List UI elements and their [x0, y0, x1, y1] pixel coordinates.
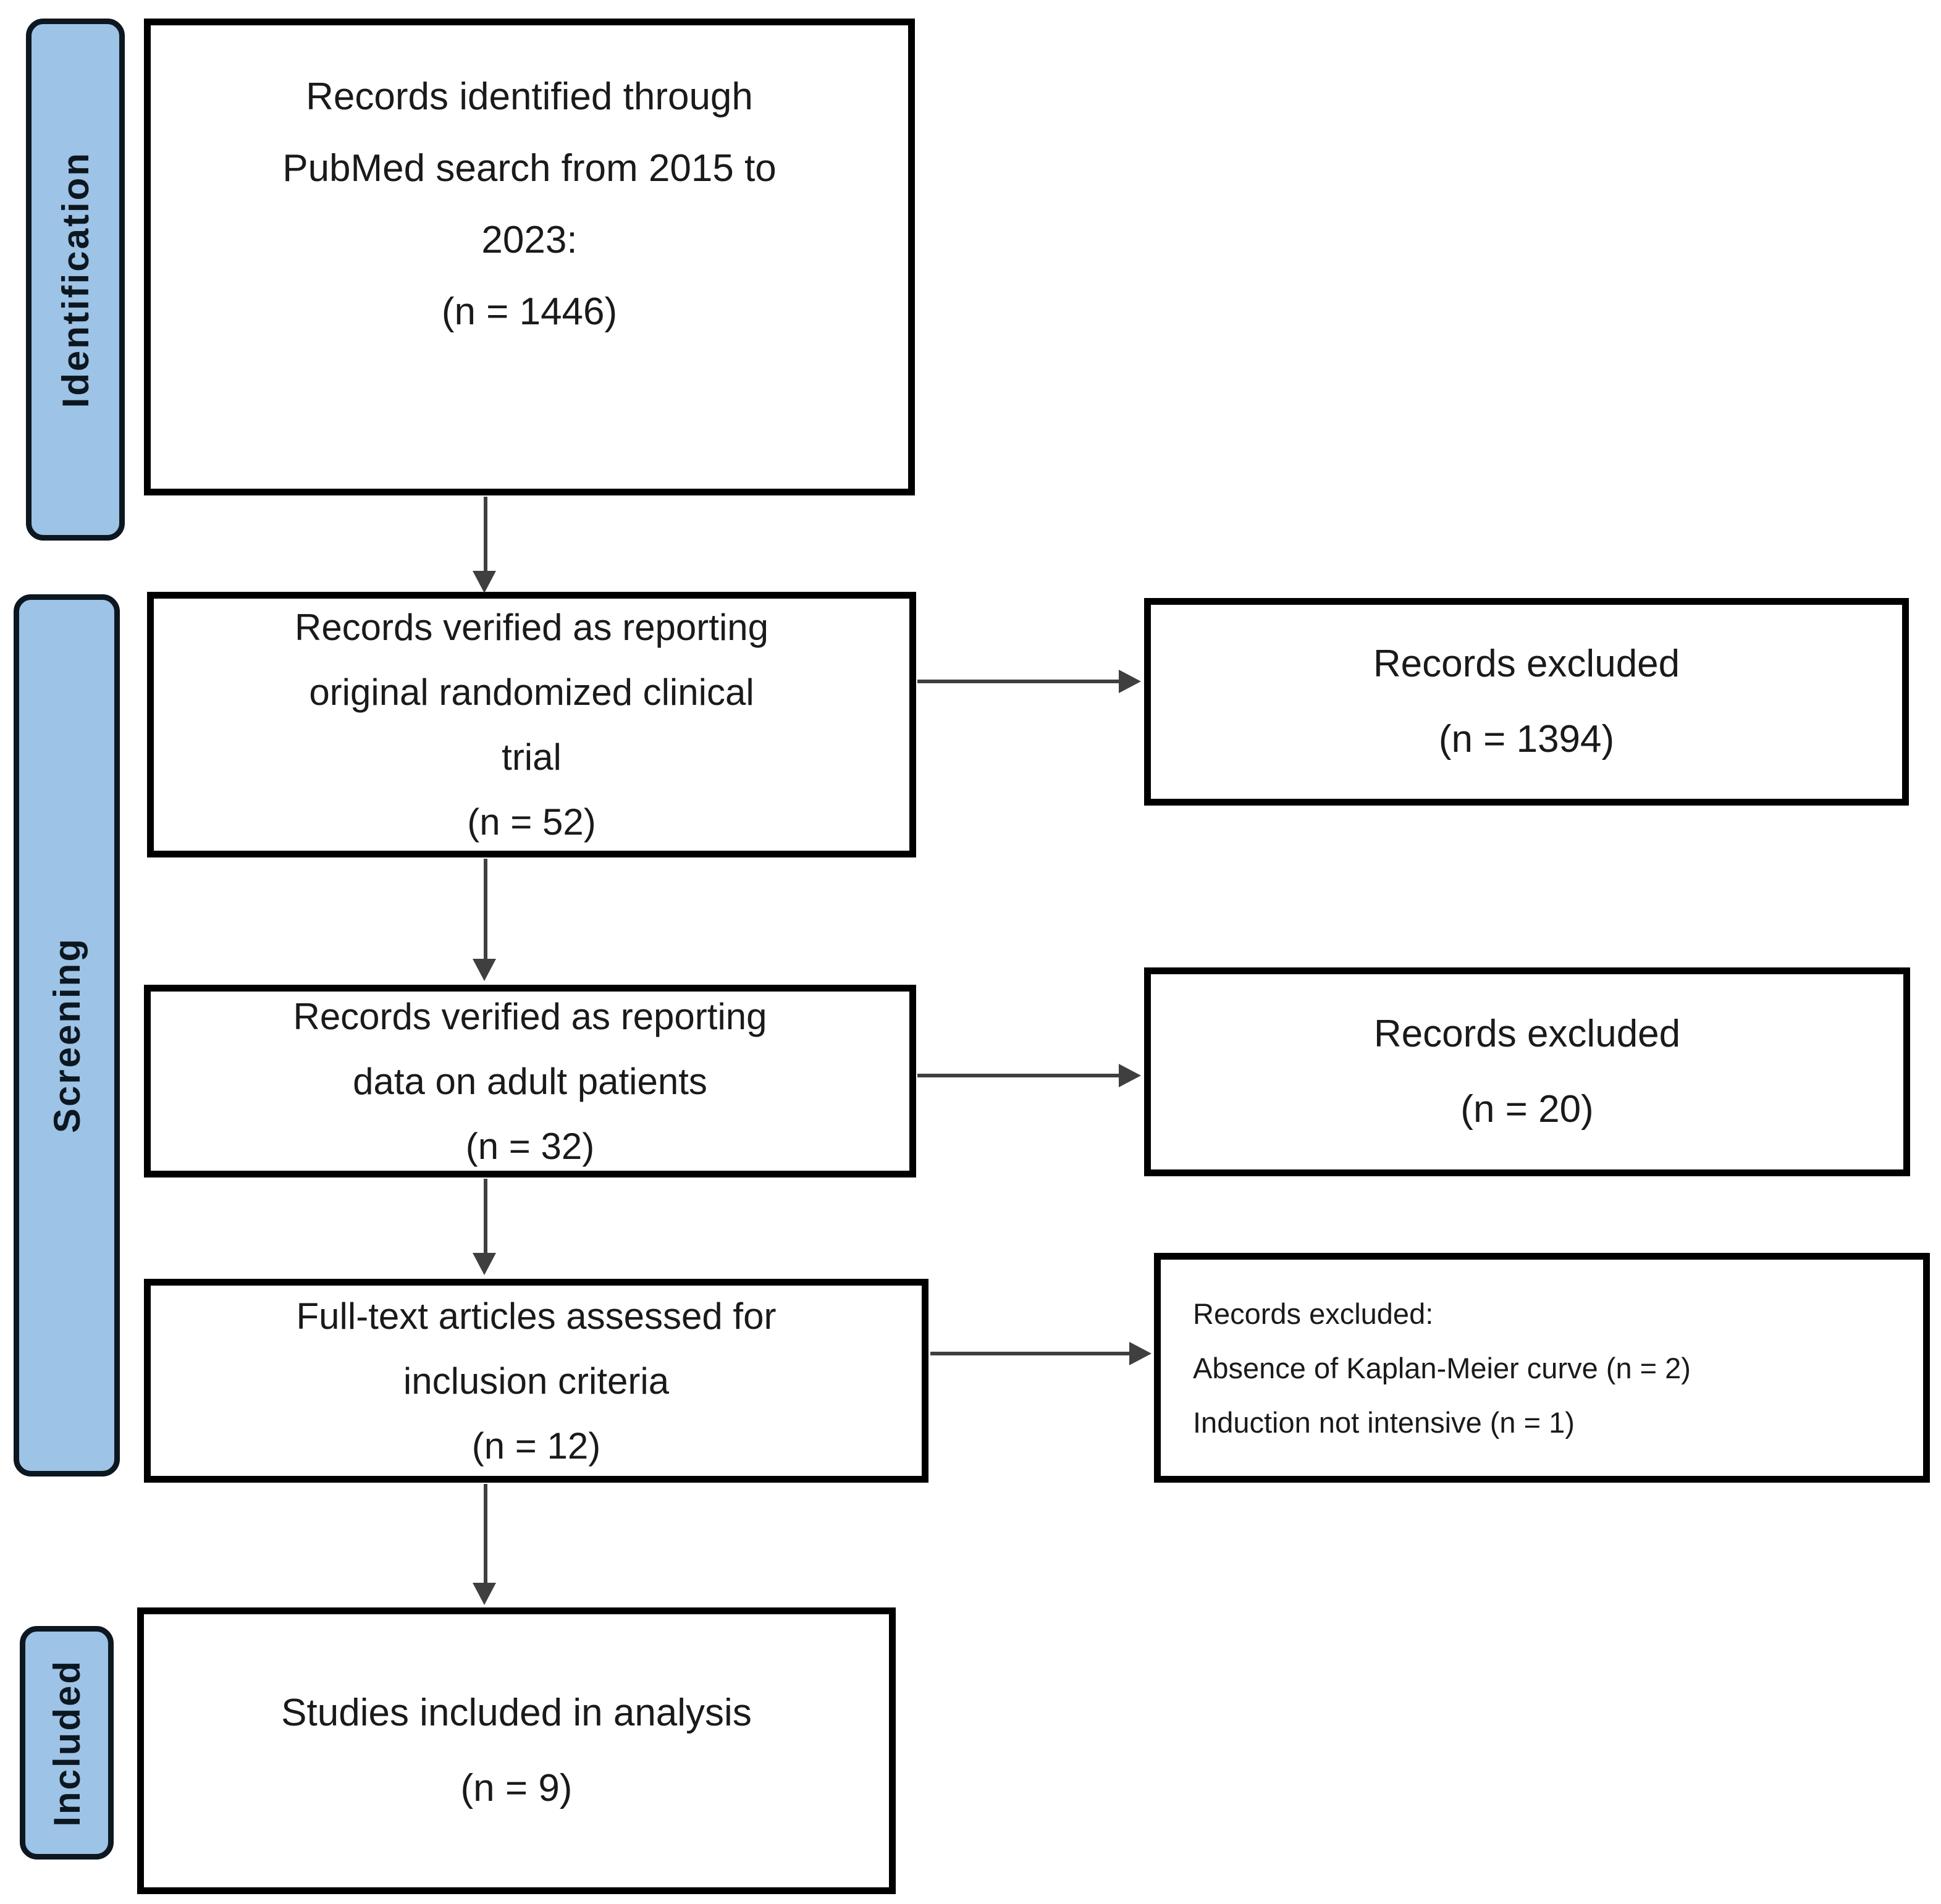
- stage-label-screening-text: Screening: [46, 937, 88, 1134]
- stage-label-screening: Screening: [14, 594, 120, 1476]
- box-records-verified-rct-line: original randomized clinical: [309, 672, 754, 713]
- stage-label-included: Included: [20, 1626, 114, 1860]
- arrow-adult-to-excluded-line: [917, 1074, 1120, 1077]
- box-records-verified-adult-line: data on adult patients: [353, 1060, 707, 1102]
- arrow-fulltext-to-excluded-head: [1129, 1342, 1152, 1365]
- box-fulltext-assessed-line: inclusion criteria: [403, 1360, 670, 1402]
- box-records-excluded-1394-line: (n = 1394): [1438, 718, 1615, 760]
- arrow-adult-to-excluded-head: [1119, 1064, 1141, 1087]
- box-records-verified-adult-line: Records verified as reporting: [293, 995, 767, 1037]
- arrow-identified-to-rct-head: [473, 571, 496, 593]
- box-records-identified-line: (n = 1446): [441, 290, 618, 333]
- box-fulltext-assessed-line: (n = 12): [471, 1425, 601, 1467]
- box-studies-included-line: Studies included in analysis: [281, 1691, 752, 1734]
- box-records-excluded-reasons-line: Induction not intensive (n = 1): [1193, 1406, 1575, 1439]
- box-records-verified-rct-line: (n = 52): [467, 801, 596, 843]
- box-records-identified: Records identified through PubMed search…: [144, 19, 915, 495]
- box-records-verified-adult: Records verified as reporting data on ad…: [144, 985, 916, 1177]
- box-records-verified-adult-line: (n = 32): [465, 1125, 595, 1167]
- box-records-excluded-1394-line: Records excluded: [1373, 642, 1680, 685]
- box-fulltext-assessed: Full-text articles assessed for inclusio…: [144, 1279, 928, 1483]
- arrow-adult-to-fulltext-line: [484, 1179, 487, 1255]
- arrow-rct-to-excluded-line: [917, 680, 1120, 683]
- stage-label-included-text: Included: [46, 1659, 88, 1827]
- box-studies-included-line: (n = 9): [460, 1767, 573, 1809]
- stage-label-identification: Identification: [26, 19, 125, 541]
- arrow-adult-to-fulltext-head: [473, 1253, 496, 1275]
- stage-label-identification-text: Identification: [54, 151, 96, 408]
- box-records-excluded-reasons-line: Records excluded:: [1193, 1297, 1434, 1330]
- arrow-rct-to-adult-line: [484, 859, 487, 960]
- box-fulltext-assessed-line: Full-text articles assessed for: [296, 1295, 777, 1337]
- arrow-rct-to-excluded-head: [1119, 670, 1141, 693]
- box-records-verified-rct: Records verified as reporting original r…: [147, 592, 916, 857]
- box-records-excluded-1394: Records excluded (n = 1394): [1144, 598, 1909, 806]
- box-records-identified-line: PubMed search from 2015 to: [282, 147, 777, 190]
- box-records-excluded-20: Records excluded (n = 20): [1144, 967, 1910, 1176]
- box-records-identified-line: 2023:: [481, 219, 578, 261]
- arrow-identified-to-rct-line: [484, 497, 487, 575]
- box-records-verified-rct-line: Records verified as reporting: [294, 607, 769, 648]
- box-records-excluded-reasons: Records excluded: Absence of Kaplan-Meie…: [1154, 1253, 1930, 1483]
- arrow-fulltext-to-included-line: [484, 1484, 487, 1584]
- box-records-verified-rct-line: trial: [502, 736, 562, 778]
- box-studies-included: Studies included in analysis (n = 9): [137, 1607, 896, 1894]
- arrow-rct-to-adult-head: [473, 959, 496, 981]
- arrow-fulltext-to-included-head: [473, 1583, 496, 1605]
- arrow-fulltext-to-excluded-line: [930, 1352, 1130, 1355]
- box-records-identified-line: Records identified through: [306, 75, 753, 118]
- box-records-excluded-20-line: Records excluded: [1373, 1013, 1681, 1055]
- box-records-excluded-reasons-line: Absence of Kaplan-Meier curve (n = 2): [1193, 1352, 1691, 1384]
- box-records-excluded-20-line: (n = 20): [1460, 1088, 1594, 1131]
